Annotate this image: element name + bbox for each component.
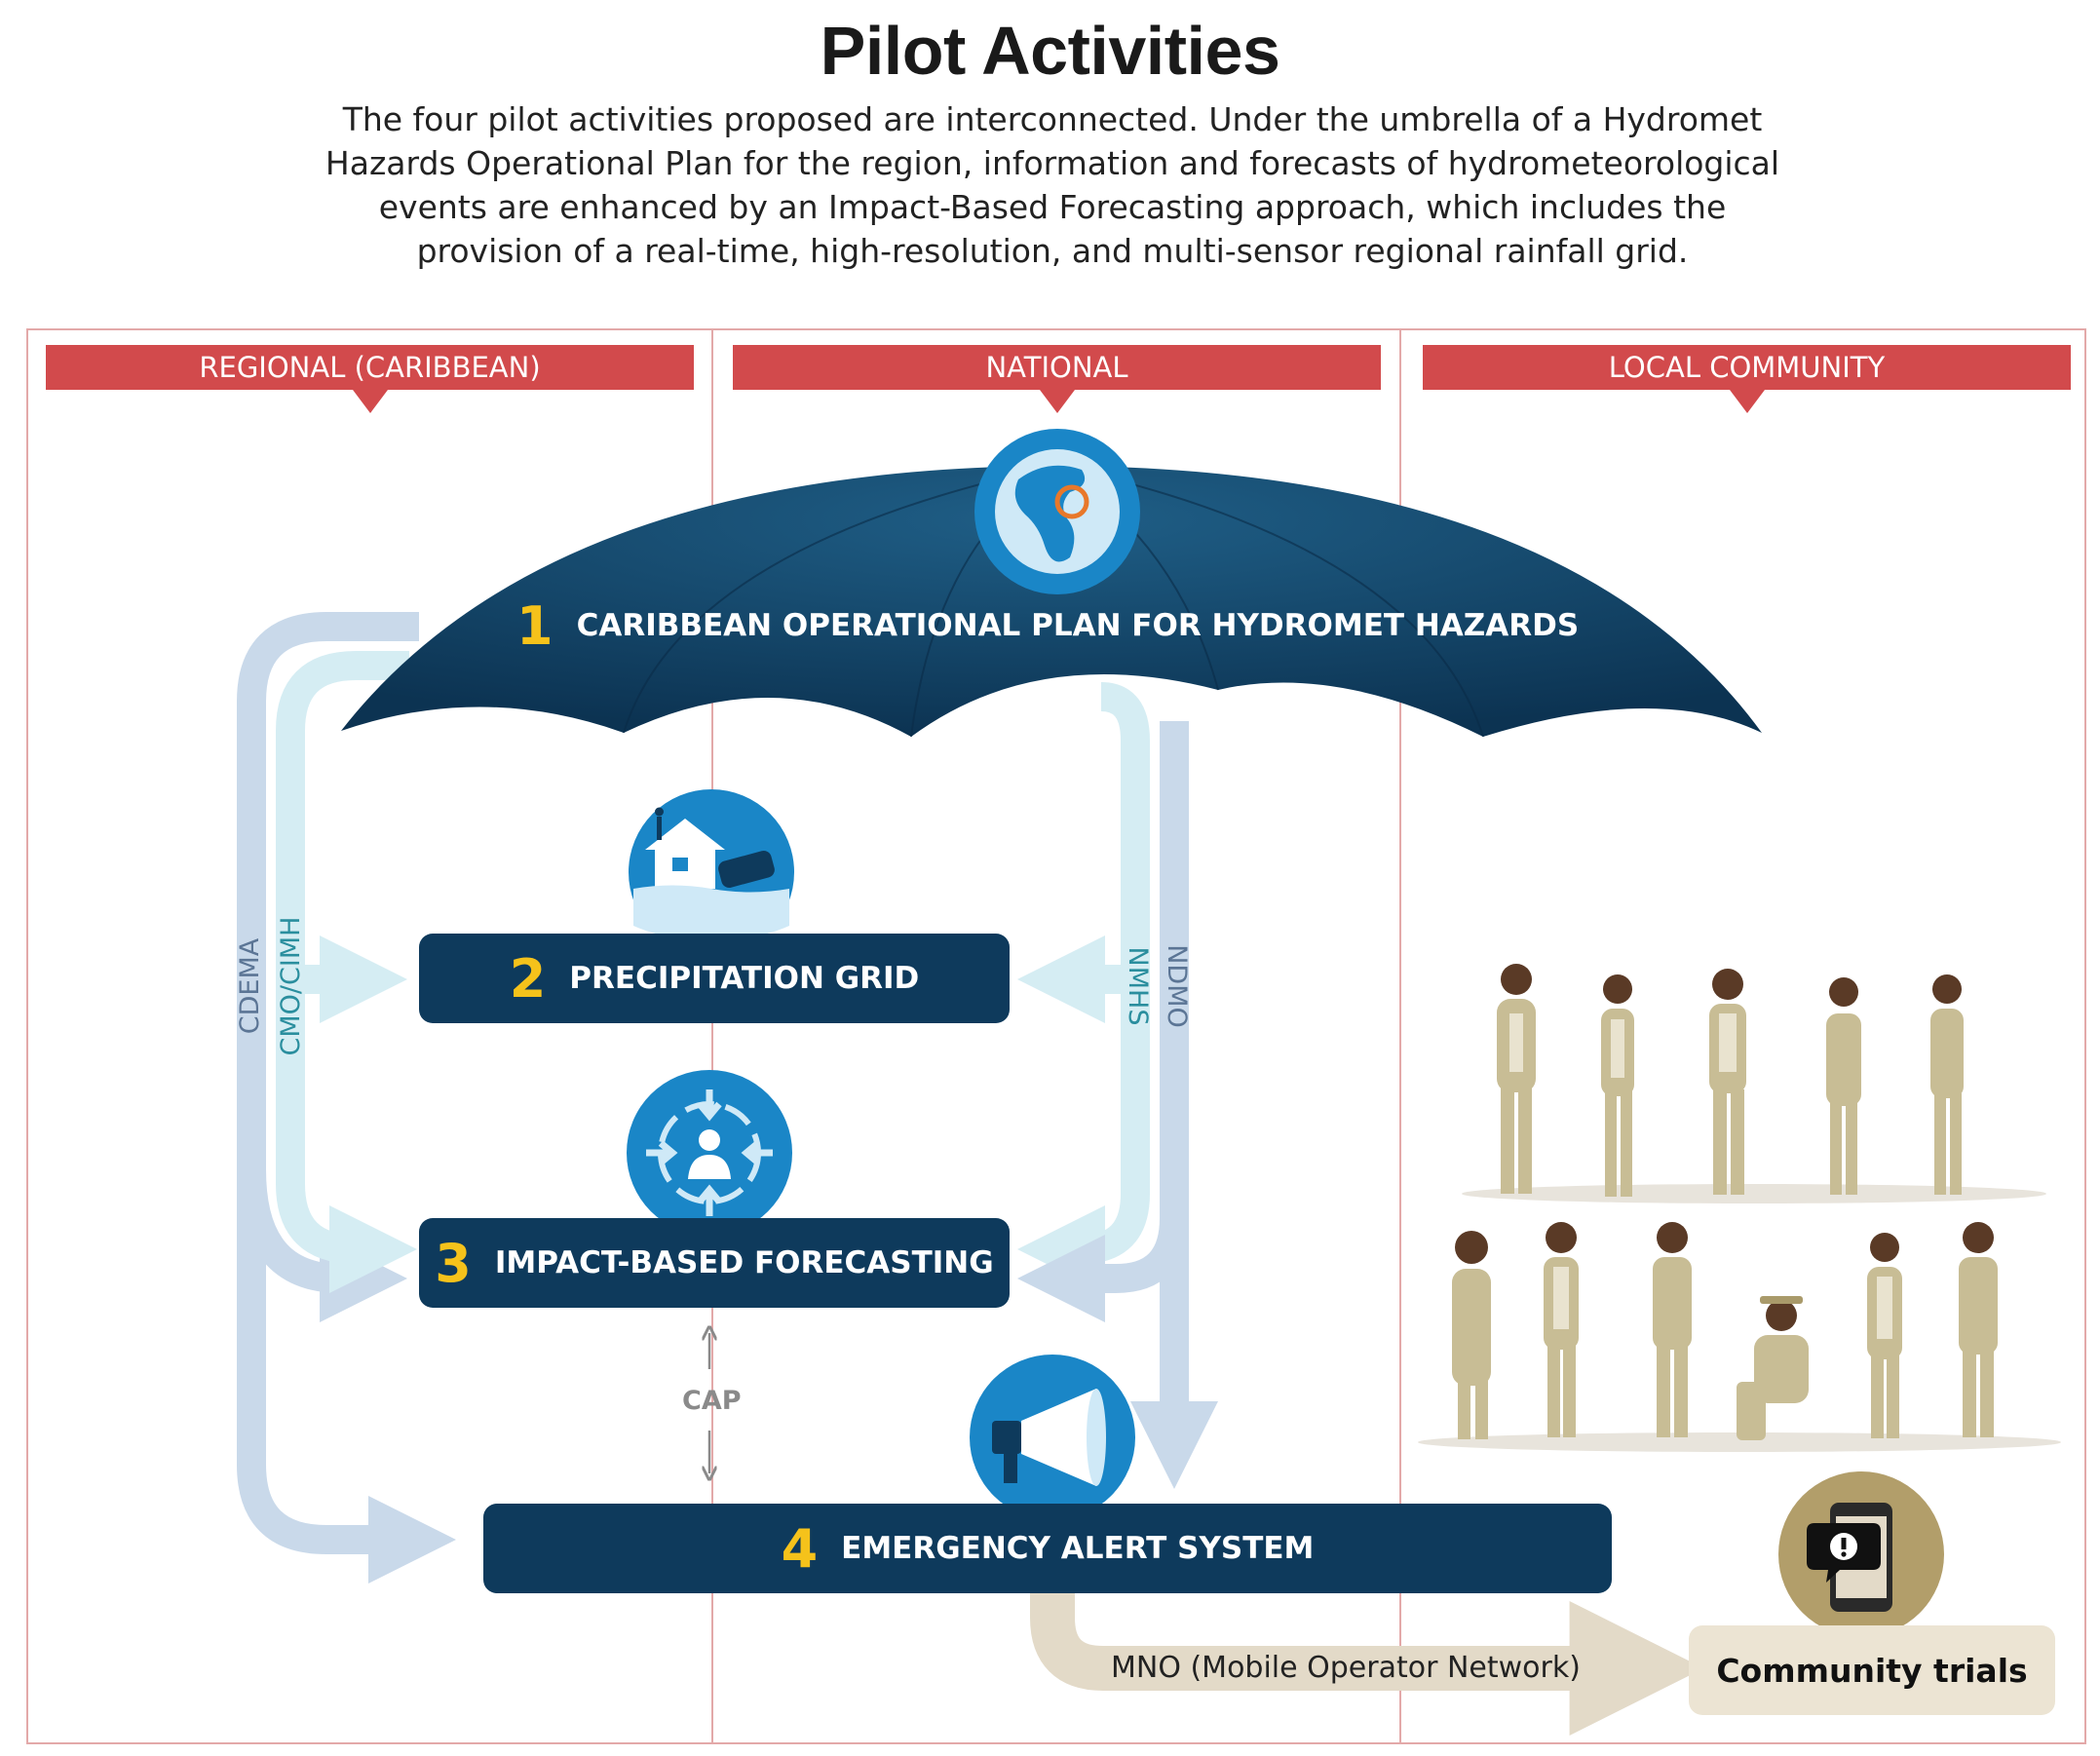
- smartphone-alert-icon: [1778, 1471, 1944, 1637]
- column-header-national: NATIONAL: [733, 345, 1381, 413]
- cap-label: CAP: [682, 1386, 742, 1416]
- impact-target-icon: [627, 1070, 792, 1236]
- intro-line: provision of a real-time, high-resolutio…: [416, 232, 1689, 270]
- umbrella-canopy: [341, 465, 1762, 738]
- globe-icon: [974, 429, 1140, 594]
- activity-1-text: CARIBBEAN OPERATIONAL PLAN FOR HYDROMET …: [576, 608, 1580, 643]
- cmo-cimh-flow: [276, 651, 418, 1293]
- ndmo-label: NDMO: [1162, 944, 1192, 1028]
- mno-label: MNO (Mobile Operator Network): [1111, 1651, 1581, 1685]
- intro-line: Hazards Operational Plan for the region,…: [325, 144, 1780, 182]
- nmhs-label: NMHS: [1123, 946, 1153, 1026]
- mno-flow: [1030, 1593, 1704, 1736]
- cdema-label: CDEMA: [235, 937, 265, 1035]
- ndmo-flow: [1016, 721, 1218, 1490]
- activity-2-number: 2: [509, 947, 547, 1010]
- frame: [26, 328, 2086, 1744]
- activity-2-box: 2 PRECIPITATION GRID: [419, 934, 1010, 1023]
- activity-1-number: 1: [516, 594, 554, 657]
- column-header-local-community: LOCAL COMMUNITY: [1423, 345, 2071, 413]
- intro-line: events are enhanced by an Impact-Based F…: [378, 188, 1727, 226]
- activity-4-number: 4: [781, 1517, 819, 1580]
- cmo-cimh-label: CMO/CIMH: [276, 916, 306, 1056]
- column-header-regional: REGIONAL (CARIBBEAN): [46, 345, 694, 413]
- activity-3-number: 3: [435, 1232, 472, 1294]
- activity-4-text: EMERGENCY ALERT SYSTEM: [841, 1531, 1315, 1566]
- activity-3-text: IMPACT-BASED FORECASTING: [494, 1245, 994, 1280]
- megaphone-icon: [970, 1355, 1135, 1520]
- intro-paragraph: The four pilot activities proposed are i…: [253, 97, 1852, 273]
- people-group-illustration: [1418, 964, 2061, 1452]
- intro-line: The four pilot activities proposed are i…: [342, 100, 1763, 138]
- page-title: Pilot Activities: [820, 13, 1280, 89]
- activity-3-box: 3 IMPACT-BASED FORECASTING: [419, 1218, 1010, 1308]
- flooded-house-icon: [629, 789, 794, 955]
- activity-2-text: PRECIPITATION GRID: [569, 961, 920, 996]
- activity-1-label: 1 CARIBBEAN OPERATIONAL PLAN FOR HYDROME…: [516, 594, 1580, 657]
- community-trials-box: Community trials: [1689, 1625, 2055, 1715]
- activity-4-box: 4 EMERGENCY ALERT SYSTEM: [483, 1504, 1612, 1593]
